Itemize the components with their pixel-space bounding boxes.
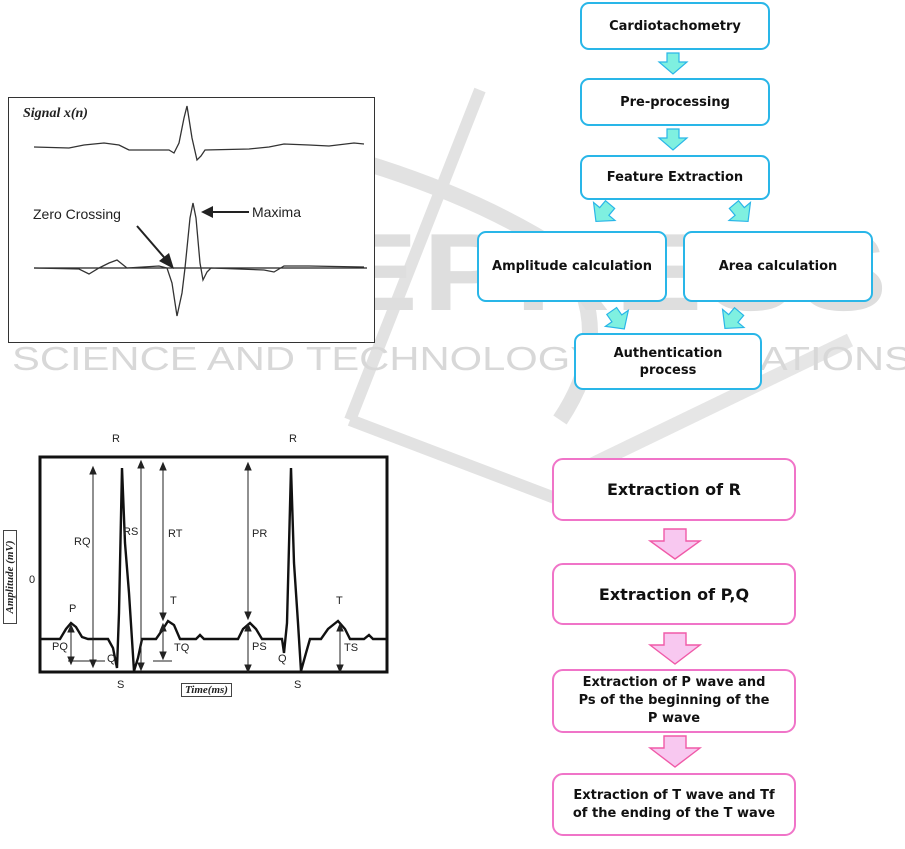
node-extract-p-wave: Extraction of P wave and Ps of the begin… <box>552 669 796 733</box>
blue-flow-arrows <box>592 52 752 330</box>
node-extract-r: Extraction of R <box>552 458 796 521</box>
label-rs: RS <box>123 526 139 538</box>
watermark-sub: SCIENCE AND TECHNOLOGY PUBLICATIONS <box>12 340 905 377</box>
arrow-diag-icon <box>592 199 617 223</box>
pink-flow-arrows <box>647 528 703 768</box>
ecg-trace <box>40 467 387 672</box>
label-t2: T <box>336 595 343 607</box>
zero-crossing-label: Zero Crossing <box>33 206 121 222</box>
y-axis-label: Amplitude (mV) <box>3 530 17 624</box>
signal-plot <box>33 105 367 317</box>
label-pq: PQ <box>52 641 68 653</box>
label-q2: Q <box>278 653 287 665</box>
label-r2: R <box>289 433 297 445</box>
label-r1: R <box>112 433 120 445</box>
ecg-plot <box>38 455 389 674</box>
node-extract-pq: Extraction of P,Q <box>552 563 796 625</box>
arrow-diag-icon <box>721 306 746 330</box>
node-amplitude-calculation: Amplitude calculation <box>477 231 667 302</box>
label-q1: Q <box>107 653 116 665</box>
label-p: P <box>69 603 77 615</box>
label-s1: S <box>117 679 125 691</box>
signal-figure: Signal x(n) Zero Crossing Maxima <box>8 97 375 343</box>
node-preprocessing: Pre-processing <box>580 78 770 126</box>
label-pr: PR <box>252 528 268 540</box>
signal-title: Signal x(n) <box>23 106 88 121</box>
node-area-calculation: Area calculation <box>683 231 873 302</box>
arrow-down-icon <box>647 528 703 560</box>
node-authentication: Authentication process <box>574 333 762 390</box>
node-feature-extraction: Feature Extraction <box>580 155 770 200</box>
arrow-diag-icon <box>603 306 630 330</box>
arrow-down-icon <box>657 52 689 75</box>
node-cardiotachometry: Cardiotachometry <box>580 2 770 50</box>
label-ts: TS <box>344 642 359 654</box>
filtered-signal-trace <box>33 202 365 317</box>
arrow-down-icon <box>647 735 703 768</box>
x-axis-label: Time(ms) <box>181 683 232 697</box>
maxima-label: Maxima <box>252 204 302 220</box>
y-tick-zero: 0 <box>29 574 36 586</box>
label-ps: PS <box>252 641 267 653</box>
label-rq: RQ <box>74 536 91 548</box>
arrow-down-icon <box>647 632 703 665</box>
label-t1: T <box>170 595 177 607</box>
label-tq: TQ <box>174 642 190 654</box>
ecg-figure: R R RQ RS RT PR P T T PQ TQ PS TS Q Q S … <box>38 433 390 691</box>
label-s2: S <box>294 679 302 691</box>
raw-signal-trace <box>33 105 365 162</box>
arrow-down-icon <box>657 128 689 151</box>
node-extract-t-wave: Extraction of T wave and Tf of the endin… <box>552 773 796 836</box>
label-rt: RT <box>168 528 183 540</box>
zero-crossing-arrow <box>136 225 170 264</box>
arrow-diag-icon <box>727 199 752 223</box>
